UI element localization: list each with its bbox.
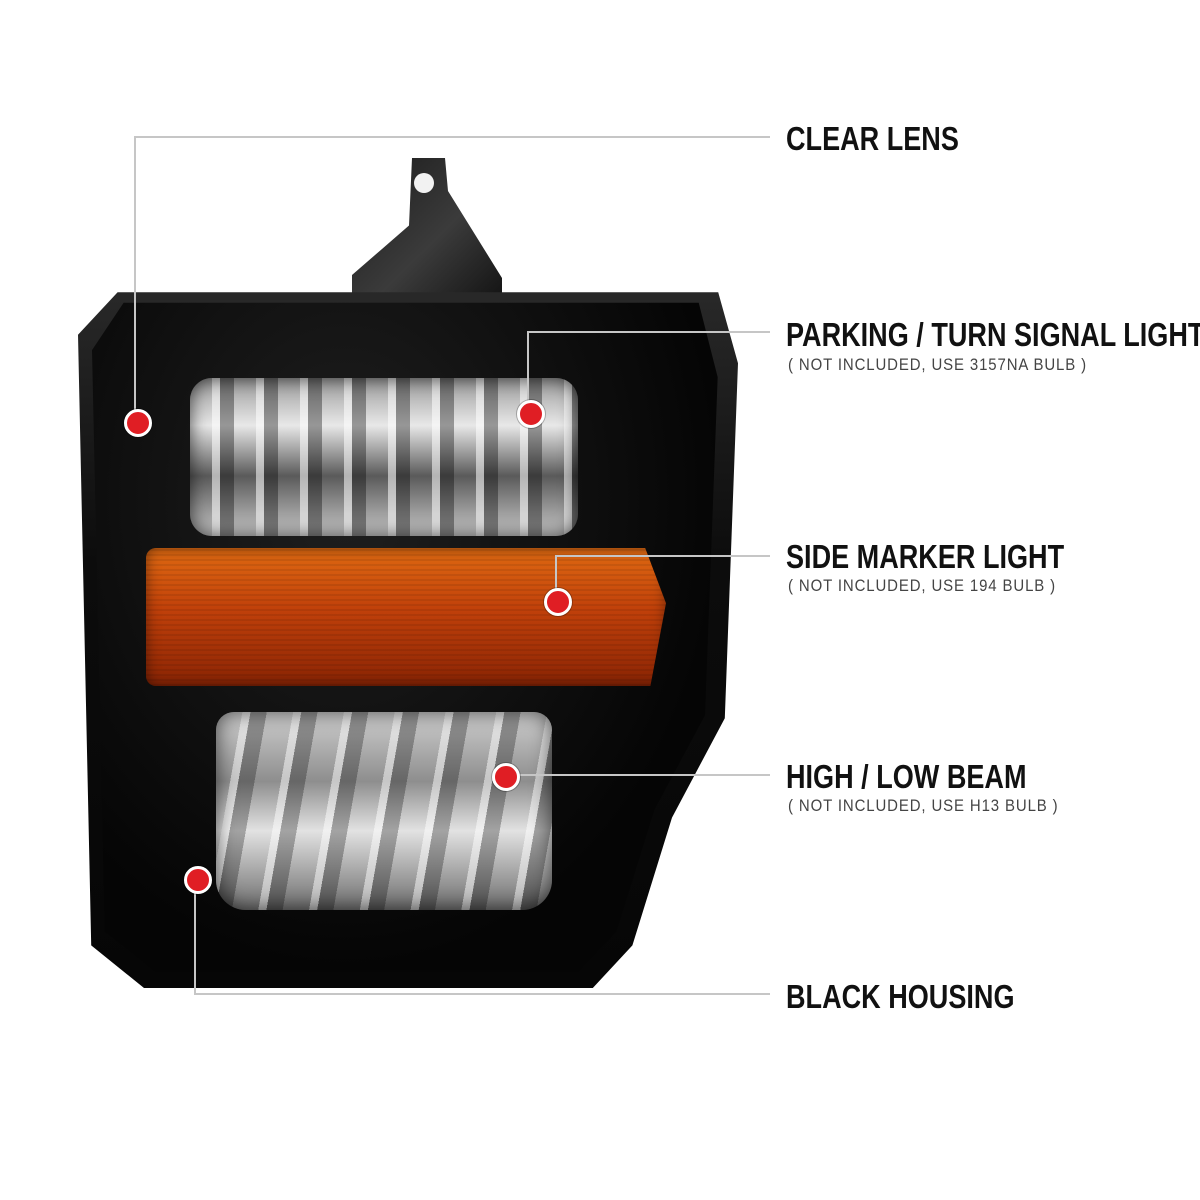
upper-reflector-lens (190, 378, 578, 536)
note-high-low-beam-bulb: ( NOT INCLUDED, USE H13 BULB ) (788, 796, 1059, 815)
callout-dot-clear-lens (124, 409, 152, 437)
bracket-bolt-hole (414, 173, 434, 193)
callout-line-housing-horizontal (194, 993, 770, 995)
note-parking-turn-signal-bulb: ( NOT INCLUDED, USE 3157NA BULB ) (788, 355, 1087, 374)
callout-line-beam-horizontal (503, 774, 770, 776)
label-high-low-beam: HIGH / LOW BEAM (786, 758, 1027, 795)
callout-line-housing-vertical (194, 877, 196, 994)
callout-dot-housing (184, 866, 212, 894)
callout-line-clear-lens-horizontal (135, 136, 770, 138)
note-side-marker-bulb: ( NOT INCLUDED, USE 194 BULB ) (788, 576, 1057, 595)
callout-dot-beam (492, 763, 520, 791)
label-black-housing: BLACK HOUSING (786, 978, 1015, 1015)
callout-line-clear-lens-vertical (134, 136, 136, 420)
callout-line-side-marker-vertical (555, 555, 557, 599)
label-side-marker: SIDE MARKER LIGHT (786, 538, 1065, 575)
callout-dot-side-marker (544, 588, 572, 616)
label-parking-turn-signal: PARKING / TURN SIGNAL LIGHT (786, 316, 1200, 353)
callout-line-parking-vertical (527, 331, 529, 411)
callout-line-parking-horizontal (528, 331, 770, 333)
callout-dot-parking (517, 400, 545, 428)
amber-side-marker-reflector (146, 548, 666, 686)
label-clear-lens: CLEAR LENS (786, 120, 959, 157)
callout-line-side-marker-horizontal (556, 555, 770, 557)
lower-beam-reflector-lens (216, 712, 552, 910)
